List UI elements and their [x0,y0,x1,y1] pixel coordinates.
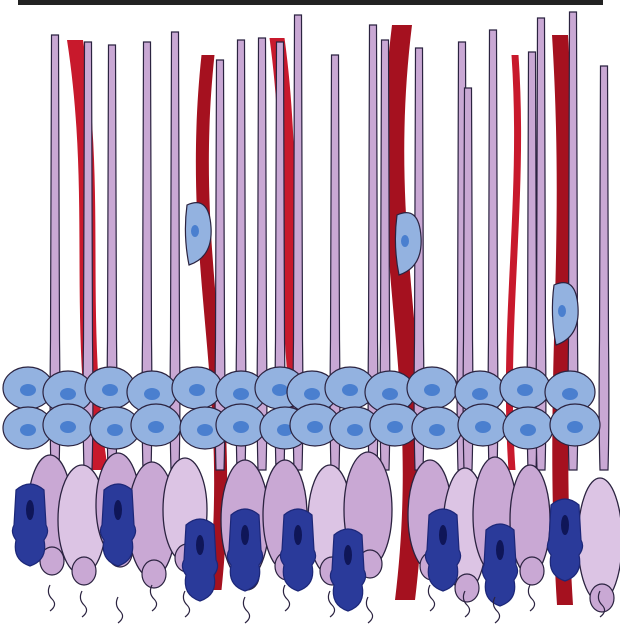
knob-nucleus [191,225,199,237]
cell-bulb [142,560,166,588]
knob-nucleus [401,235,409,247]
supporting-nucleus [424,384,440,396]
basal-core [114,500,122,520]
supporting-nucleus [148,421,164,433]
supporting-nucleus [107,424,123,436]
supporting-nucleus [272,384,288,396]
cell-bulb [520,557,544,585]
supporting-nucleus [429,424,445,436]
supporting-nucleus [233,421,249,433]
supporting-nucleus [387,421,403,433]
dendrite-stalk [599,66,609,470]
supporting-nucleus [347,424,363,436]
top-band [18,0,603,5]
basal-core [561,515,569,535]
supporting-nucleus [342,384,358,396]
supporting-nucleus [20,384,36,396]
basal-core [196,535,204,555]
basal-core [439,525,447,545]
supporting-nucleus [472,388,488,400]
cell-bulb [72,557,96,585]
supporting-nucleus [102,384,118,396]
supporting-nucleus [60,388,76,400]
basal-cell [547,499,582,581]
supporting-nucleus [562,388,578,400]
supporting-nucleus [567,421,583,433]
basal-cell [330,529,365,611]
cell-bulb [455,574,479,602]
basal-cell [425,509,460,591]
basal-cell [227,509,262,591]
supporting-nucleus [382,388,398,400]
supporting-nucleus [20,424,36,436]
supporting-nucleus [144,388,160,400]
basal-core [294,525,302,545]
basal-cell [280,509,315,591]
dendrite-stalk [330,55,340,470]
supporting-nucleus [197,424,213,436]
basal-cell [12,484,47,566]
basal-cell [100,484,135,566]
basal-cell [182,519,217,601]
supporting-nucleus [304,388,320,400]
knob-nucleus [558,305,566,317]
supporting-nucleus [517,384,533,396]
supporting-nucleus [520,424,536,436]
cell-bulb [590,584,614,612]
supporting-nucleus [189,384,205,396]
supporting-nucleus [475,421,491,433]
dendrite-stalk [215,60,225,470]
receptor-cell-body [578,478,620,602]
supporting-nucleus [233,388,249,400]
basal-core [26,500,34,520]
basal-cell [482,524,517,606]
basal-core [344,545,352,565]
supporting-nucleus [307,421,323,433]
basal-core [496,540,504,560]
basal-core [241,525,249,545]
supporting-nucleus [60,421,76,433]
